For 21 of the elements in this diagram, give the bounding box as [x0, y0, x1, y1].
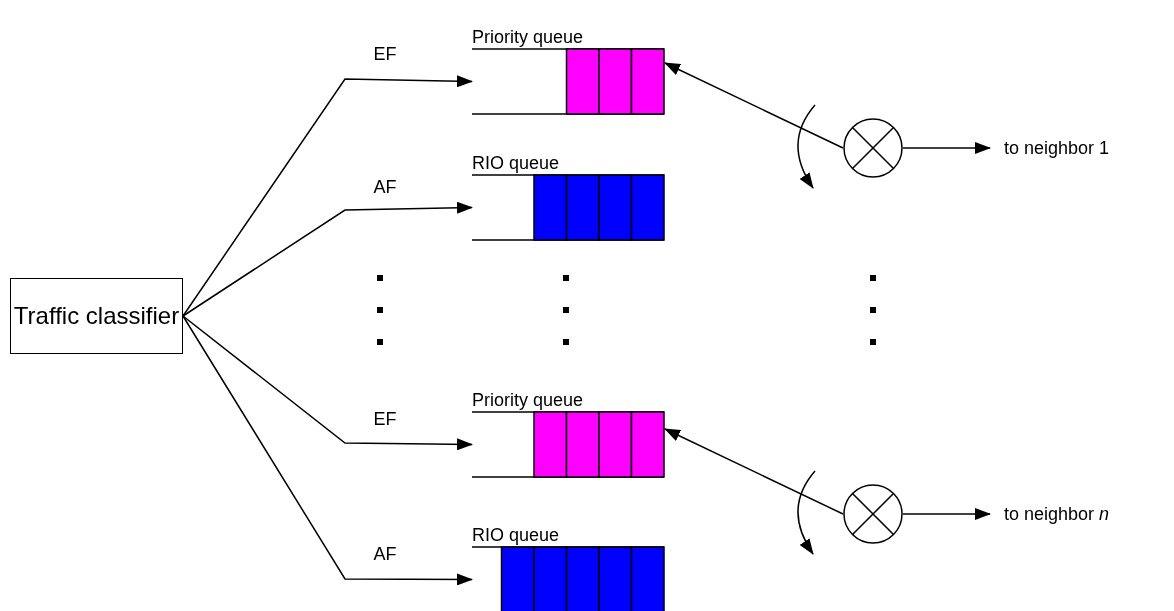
edge-label: AF: [373, 543, 397, 565]
process-box: Traffic classifier: [10, 278, 183, 354]
queue-label: Priority queue: [472, 26, 584, 48]
destination-label: to neighbor n: [1004, 503, 1110, 526]
queue-label: RIO queue: [472, 152, 560, 174]
queue-label: RIO queue: [472, 524, 560, 546]
arrow: [902, 508, 991, 520]
arrow: [664, 62, 844, 149]
arrow: [664, 428, 844, 515]
multiplexer-symbol: [843, 118, 903, 178]
edge-label: AF: [373, 176, 397, 198]
edge-label: EF: [373, 43, 397, 65]
destination-label: to neighbor 1: [1004, 137, 1110, 160]
edge-label: EF: [373, 408, 397, 430]
arrow: [182, 75, 473, 317]
multiplexer-symbol: [843, 484, 903, 544]
arrow: [902, 142, 991, 154]
queue-label: Priority queue: [472, 389, 584, 411]
arrow: [182, 315, 473, 586]
arrow: [182, 315, 473, 451]
arrow: [182, 201, 473, 317]
